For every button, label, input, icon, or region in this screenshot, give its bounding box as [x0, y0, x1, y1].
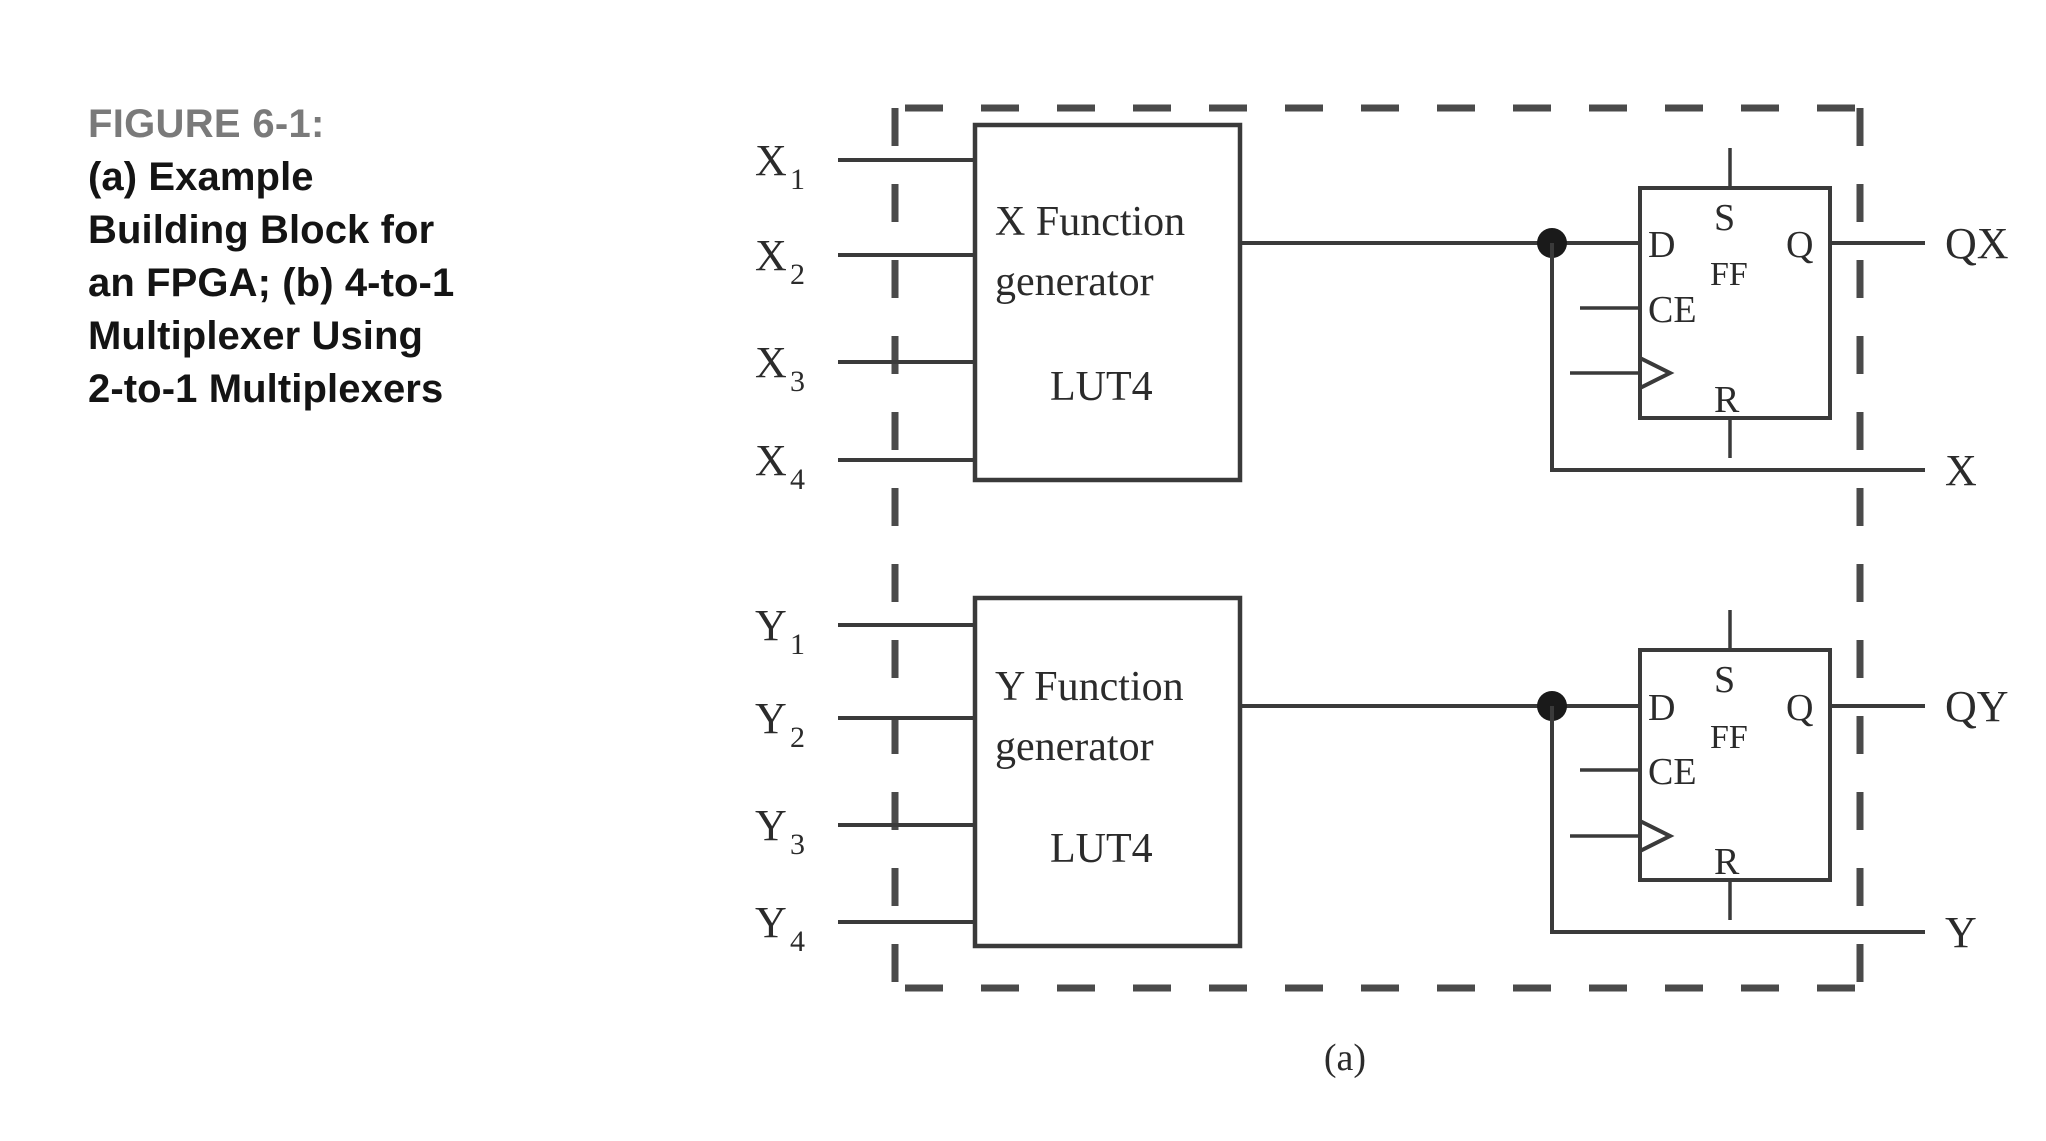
input-label-x3: X — [755, 338, 787, 387]
wire-x-direct-out — [1550, 243, 1925, 472]
caption-line-3: an FPGA; (b) 4-to-1 — [88, 261, 455, 305]
input-label-x4: X — [755, 436, 787, 485]
y-ff-clock-triangle-icon — [1638, 817, 1675, 855]
y-lut-box — [972, 595, 1243, 949]
part-label-a: (a) — [1324, 1037, 1366, 1079]
figure-caption: FIGURE 6-1: (a) Example Building Block f… — [88, 98, 678, 416]
x-lut-title-line2: generator — [995, 259, 1154, 305]
x-ff-clock-triangle-icon — [1638, 354, 1675, 392]
output-label-y: Y — [1945, 908, 1977, 957]
input-sub-y2: 2 — [790, 721, 805, 754]
x-input-labels: X 1 X 2 X 3 X 4 — [755, 136, 805, 496]
input-sub-x2: 2 — [790, 258, 805, 291]
x-input-wires — [838, 158, 975, 462]
x-function-generator-block: X Function generator LUT4 — [972, 122, 1243, 483]
y-ff-pin-r: R — [1714, 841, 1740, 883]
y-lut-title-line2: generator — [995, 724, 1154, 770]
y-lut-subtitle: LUT4 — [1050, 826, 1153, 872]
y-flipflop-block: D CE S R Q FF — [1570, 610, 1925, 920]
x-flipflop-block: D CE S R Q FF — [1570, 148, 1925, 458]
input-sub-x3: 3 — [790, 365, 805, 398]
x-output-labels: QX X — [1945, 219, 2009, 495]
figure-number-label: FIGURE 6-1: — [88, 102, 325, 146]
x-ff-pin-ce: CE — [1648, 289, 1697, 331]
y-ff-name: FF — [1710, 719, 1748, 756]
y-ff-pin-s: S — [1714, 659, 1735, 701]
input-sub-x4: 4 — [790, 463, 805, 496]
x-ff-name: FF — [1710, 256, 1748, 293]
caption-line-2: Building Block for — [88, 208, 435, 252]
x-ff-pin-r: R — [1714, 379, 1740, 421]
input-label-y3: Y — [755, 801, 787, 850]
y-lut-title-line1: Y Function — [995, 664, 1184, 710]
x-lut-box — [972, 122, 1243, 483]
x-ff-box — [1638, 186, 1832, 420]
output-label-x: X — [1945, 446, 1977, 495]
output-label-qx: QX — [1945, 219, 2009, 268]
y-input-wires — [838, 623, 975, 924]
x-lut-to-ff-wires — [1240, 228, 1925, 472]
y-ff-pin-q: Q — [1786, 687, 1813, 729]
input-sub-y3: 3 — [790, 828, 805, 861]
y-function-generator-block: Y Function generator LUT4 — [972, 595, 1243, 949]
input-sub-x1: 1 — [790, 163, 805, 196]
caption-line-5: 2-to-1 Multiplexers — [88, 367, 444, 411]
y-ff-box — [1638, 648, 1832, 882]
y-ff-pin-d: D — [1648, 687, 1675, 729]
y-output-labels: QY Y — [1945, 682, 2009, 957]
y-ff-pin-ce: CE — [1648, 751, 1697, 793]
input-label-x2: X — [755, 231, 787, 280]
fpga-boundary-dashed — [891, 104, 1870, 992]
figure-caption-text: (a) Example Building Block for an FPGA; … — [88, 151, 678, 416]
x-ff-pin-s: S — [1714, 197, 1735, 239]
input-label-y2: Y — [755, 694, 787, 743]
y-input-labels: Y 1 Y 2 Y 3 Y 4 — [755, 601, 805, 958]
caption-line-1: (a) Example — [88, 155, 314, 199]
output-label-qy: QY — [1945, 682, 2009, 731]
wire-y-direct-out — [1550, 706, 1925, 934]
x-ff-pin-q: Q — [1786, 224, 1813, 266]
x-lut-subtitle: LUT4 — [1050, 364, 1153, 410]
y-lut-to-ff-wires — [1240, 691, 1925, 934]
input-sub-y1: 1 — [790, 628, 805, 661]
input-label-y4: Y — [755, 898, 787, 947]
input-label-y1: Y — [755, 601, 787, 650]
caption-line-4: Multiplexer Using — [88, 314, 424, 358]
input-label-x1: X — [755, 136, 787, 185]
input-sub-y4: 4 — [790, 925, 805, 958]
x-ff-pin-d: D — [1648, 224, 1675, 266]
x-lut-title-line1: X Function — [995, 199, 1185, 245]
